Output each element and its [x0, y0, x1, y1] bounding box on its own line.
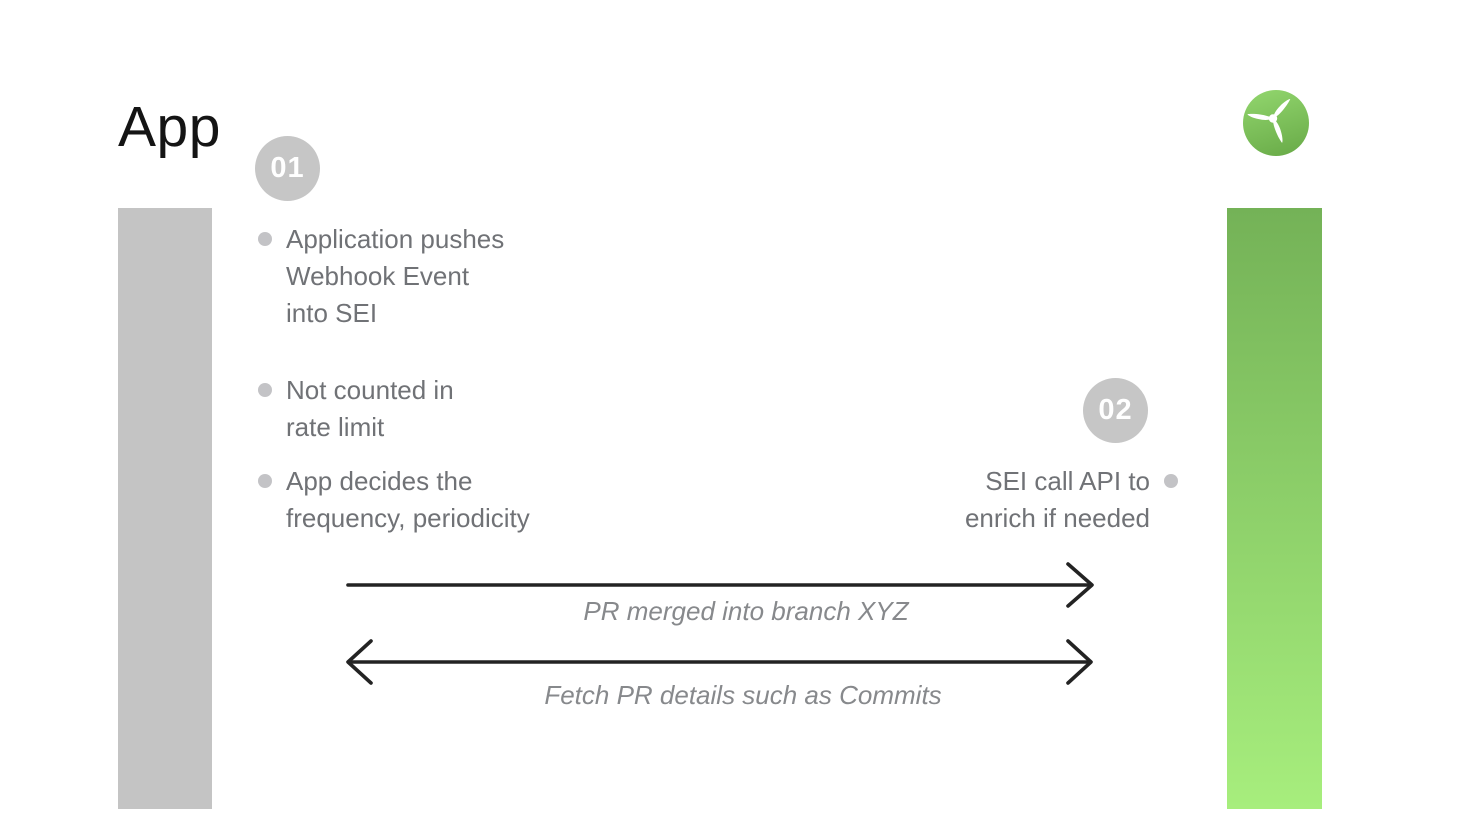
note-line: enrich if needed: [964, 503, 1150, 533]
bullet-icon: [1164, 474, 1178, 488]
sei-note: SEI call API to enrich if needed: [965, 463, 1150, 537]
note-line: Not counted in: [286, 375, 454, 405]
bullet-icon: [258, 232, 272, 246]
note-line: frequency, periodicity: [286, 503, 530, 533]
note-line: Webhook Event: [286, 261, 470, 291]
bullet-icon: [258, 383, 272, 397]
return-arrow-left-head-icon: [346, 639, 373, 685]
note-line: Application pushes: [286, 224, 505, 254]
propeller-icon: [1243, 90, 1309, 156]
app-note-item-2: Not counted in rate limit: [250, 372, 454, 446]
page-title: App: [118, 95, 221, 159]
step-2-badge: 02: [1083, 378, 1148, 443]
step-1-number: 01: [270, 152, 305, 184]
app-note-item-1: Application pushes Webhook Event into SE…: [250, 221, 504, 332]
sei-logo: [1243, 90, 1309, 156]
bullet-icon: [258, 474, 272, 488]
note-line: SEI call API to: [985, 466, 1150, 496]
forward-arrow-head-icon: [1066, 562, 1094, 608]
sei-lane-bar: [1227, 208, 1322, 809]
step-2-number: 02: [1098, 394, 1133, 426]
note-line: App decides the: [286, 466, 473, 496]
app-note-item-3: App decides the frequency, periodicity: [250, 463, 530, 537]
return-arrow-right-head-icon: [1066, 639, 1093, 685]
note-line: rate limit: [286, 412, 385, 442]
return-arrow-label: Fetch PR details such as Commits: [544, 680, 942, 710]
step-1-badge: 01: [255, 136, 320, 201]
forward-arrow-label: PR merged into branch XYZ: [583, 596, 909, 626]
app-lane-bar: [118, 208, 212, 809]
note-line: into SEI: [286, 298, 378, 328]
